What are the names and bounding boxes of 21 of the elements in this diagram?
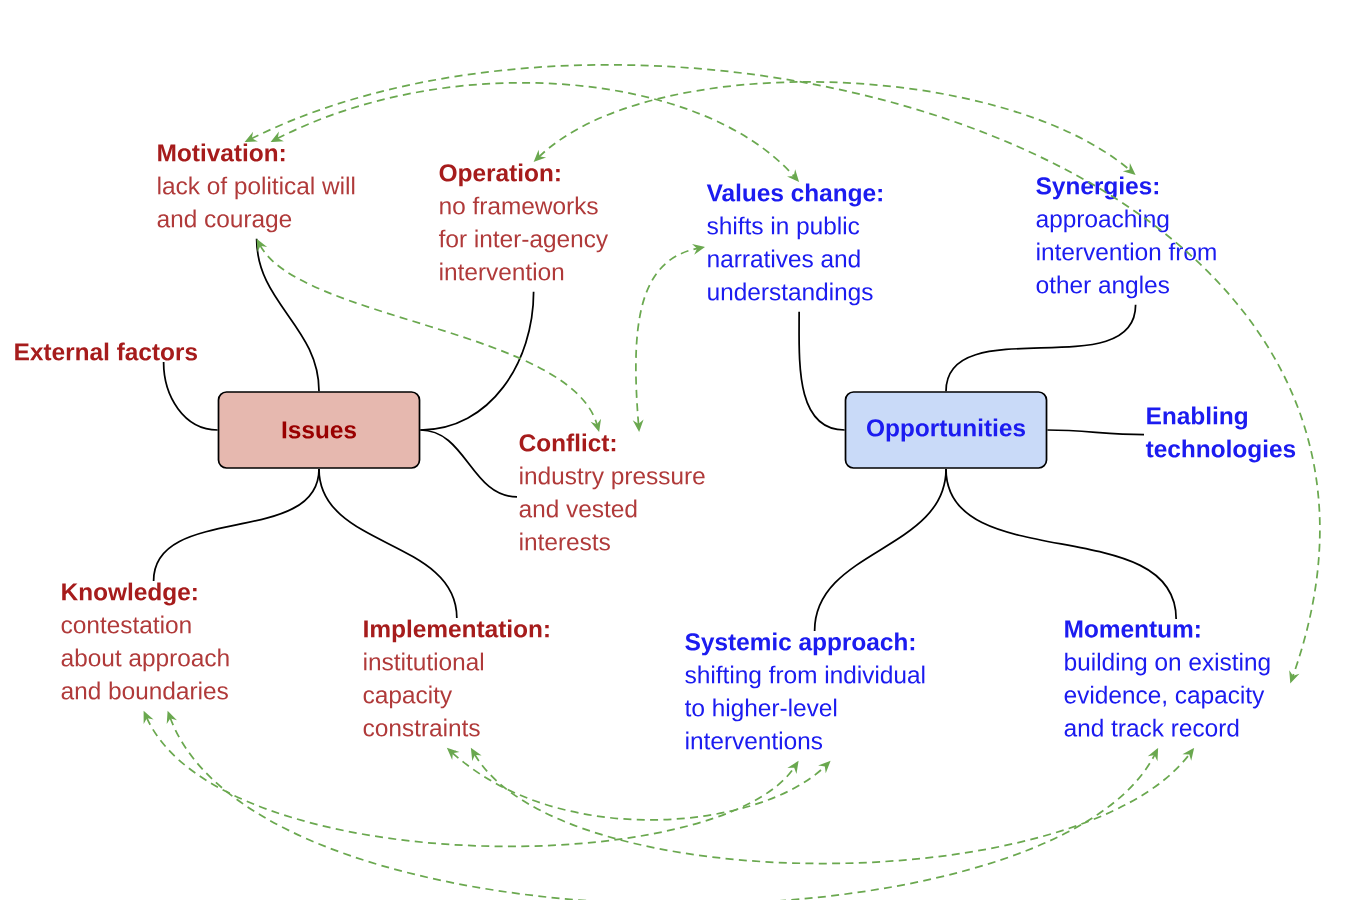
branch-text: Values change: shifts in public narratives and understandings — [706, 183, 882, 306]
branch-text: Knowledge: contestation about approach and boundaries — [61, 582, 229, 700]
branch-text: External factors — [15, 342, 197, 361]
branch-text: Conflict: industry pressure and vested interests — [519, 433, 705, 551]
branch-line — [798, 310, 846, 431]
branch-text: Enabling technologies — [1145, 406, 1296, 463]
branch-line — [419, 429, 518, 498]
branch-text: Operation: no frameworks for inter-agency intervention — [438, 163, 609, 281]
branch-text: Momentum: building on existing evidence, capacity and track record — [1064, 620, 1270, 737]
branch-line — [255, 237, 320, 392]
branch-line — [1046, 429, 1145, 436]
branch-text: Systemic approach: shifting from individual to higher-level interventions — [685, 632, 925, 750]
branch-line — [162, 361, 219, 431]
branch-text: Implementation: institutional capacity constraints — [363, 619, 549, 737]
branch-line — [945, 468, 1177, 620]
branch-text: Motivation: lack of political will and courage — [157, 143, 355, 233]
topic-box: Issues — [217, 391, 421, 469]
branch-text: Synergies: approaching intervention from other angles — [1036, 176, 1216, 299]
branch-line — [945, 303, 1137, 392]
branch-line — [318, 468, 458, 619]
topic-box: Opportunities — [844, 391, 1048, 469]
